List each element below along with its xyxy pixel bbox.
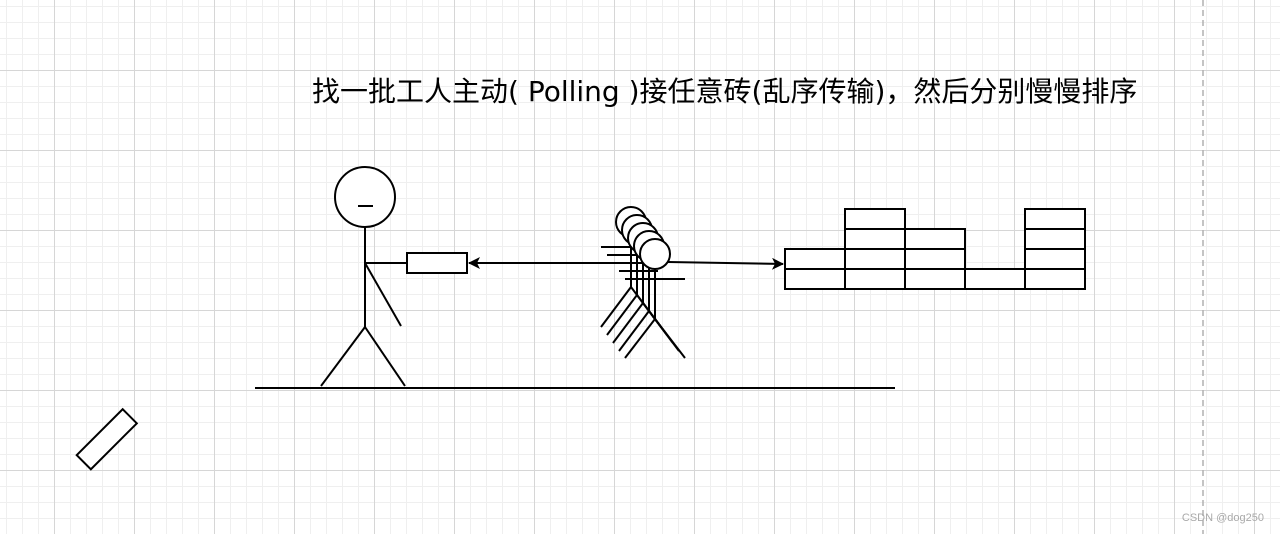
stack-brick[interactable] — [904, 268, 966, 290]
brick-stack-brick-wall-icon[interactable] — [784, 208, 1086, 290]
stack-brick[interactable] — [964, 268, 1026, 290]
polling-workers-stick-figure-crowd-icon[interactable] — [600, 206, 686, 359]
caption-text[interactable]: 找一批工人主动( Polling )接任意砖(乱序传输)，然后分别慢慢排序 — [312, 75, 1138, 108]
stack-brick[interactable] — [784, 268, 846, 290]
polling-worker-5 — [624, 238, 686, 359]
stack-brick[interactable] — [1024, 248, 1086, 270]
fallen-brick[interactable] — [75, 407, 139, 471]
held-brick[interactable] — [406, 252, 468, 274]
arrow-to-brick-stack[interactable] — [667, 257, 784, 270]
stack-brick[interactable] — [1024, 228, 1086, 250]
stack-brick[interactable] — [844, 228, 906, 250]
receiver-arm-down — [364, 262, 402, 327]
receiver-leg-right — [364, 326, 406, 387]
receiver-leg-left — [320, 326, 366, 387]
stack-brick[interactable] — [904, 248, 966, 270]
stack-brick[interactable] — [1024, 208, 1086, 230]
receiver-stick-figure-icon[interactable] — [320, 166, 407, 387]
stack-brick[interactable] — [1024, 268, 1086, 290]
stack-brick[interactable] — [784, 248, 846, 270]
stack-brick[interactable] — [904, 228, 966, 250]
stack-brick[interactable] — [844, 268, 906, 290]
watermark-text: CSDN @dog250 — [1181, 512, 1264, 524]
stack-brick[interactable] — [844, 248, 906, 270]
stack-brick[interactable] — [844, 208, 906, 230]
receiver-head — [334, 166, 396, 228]
